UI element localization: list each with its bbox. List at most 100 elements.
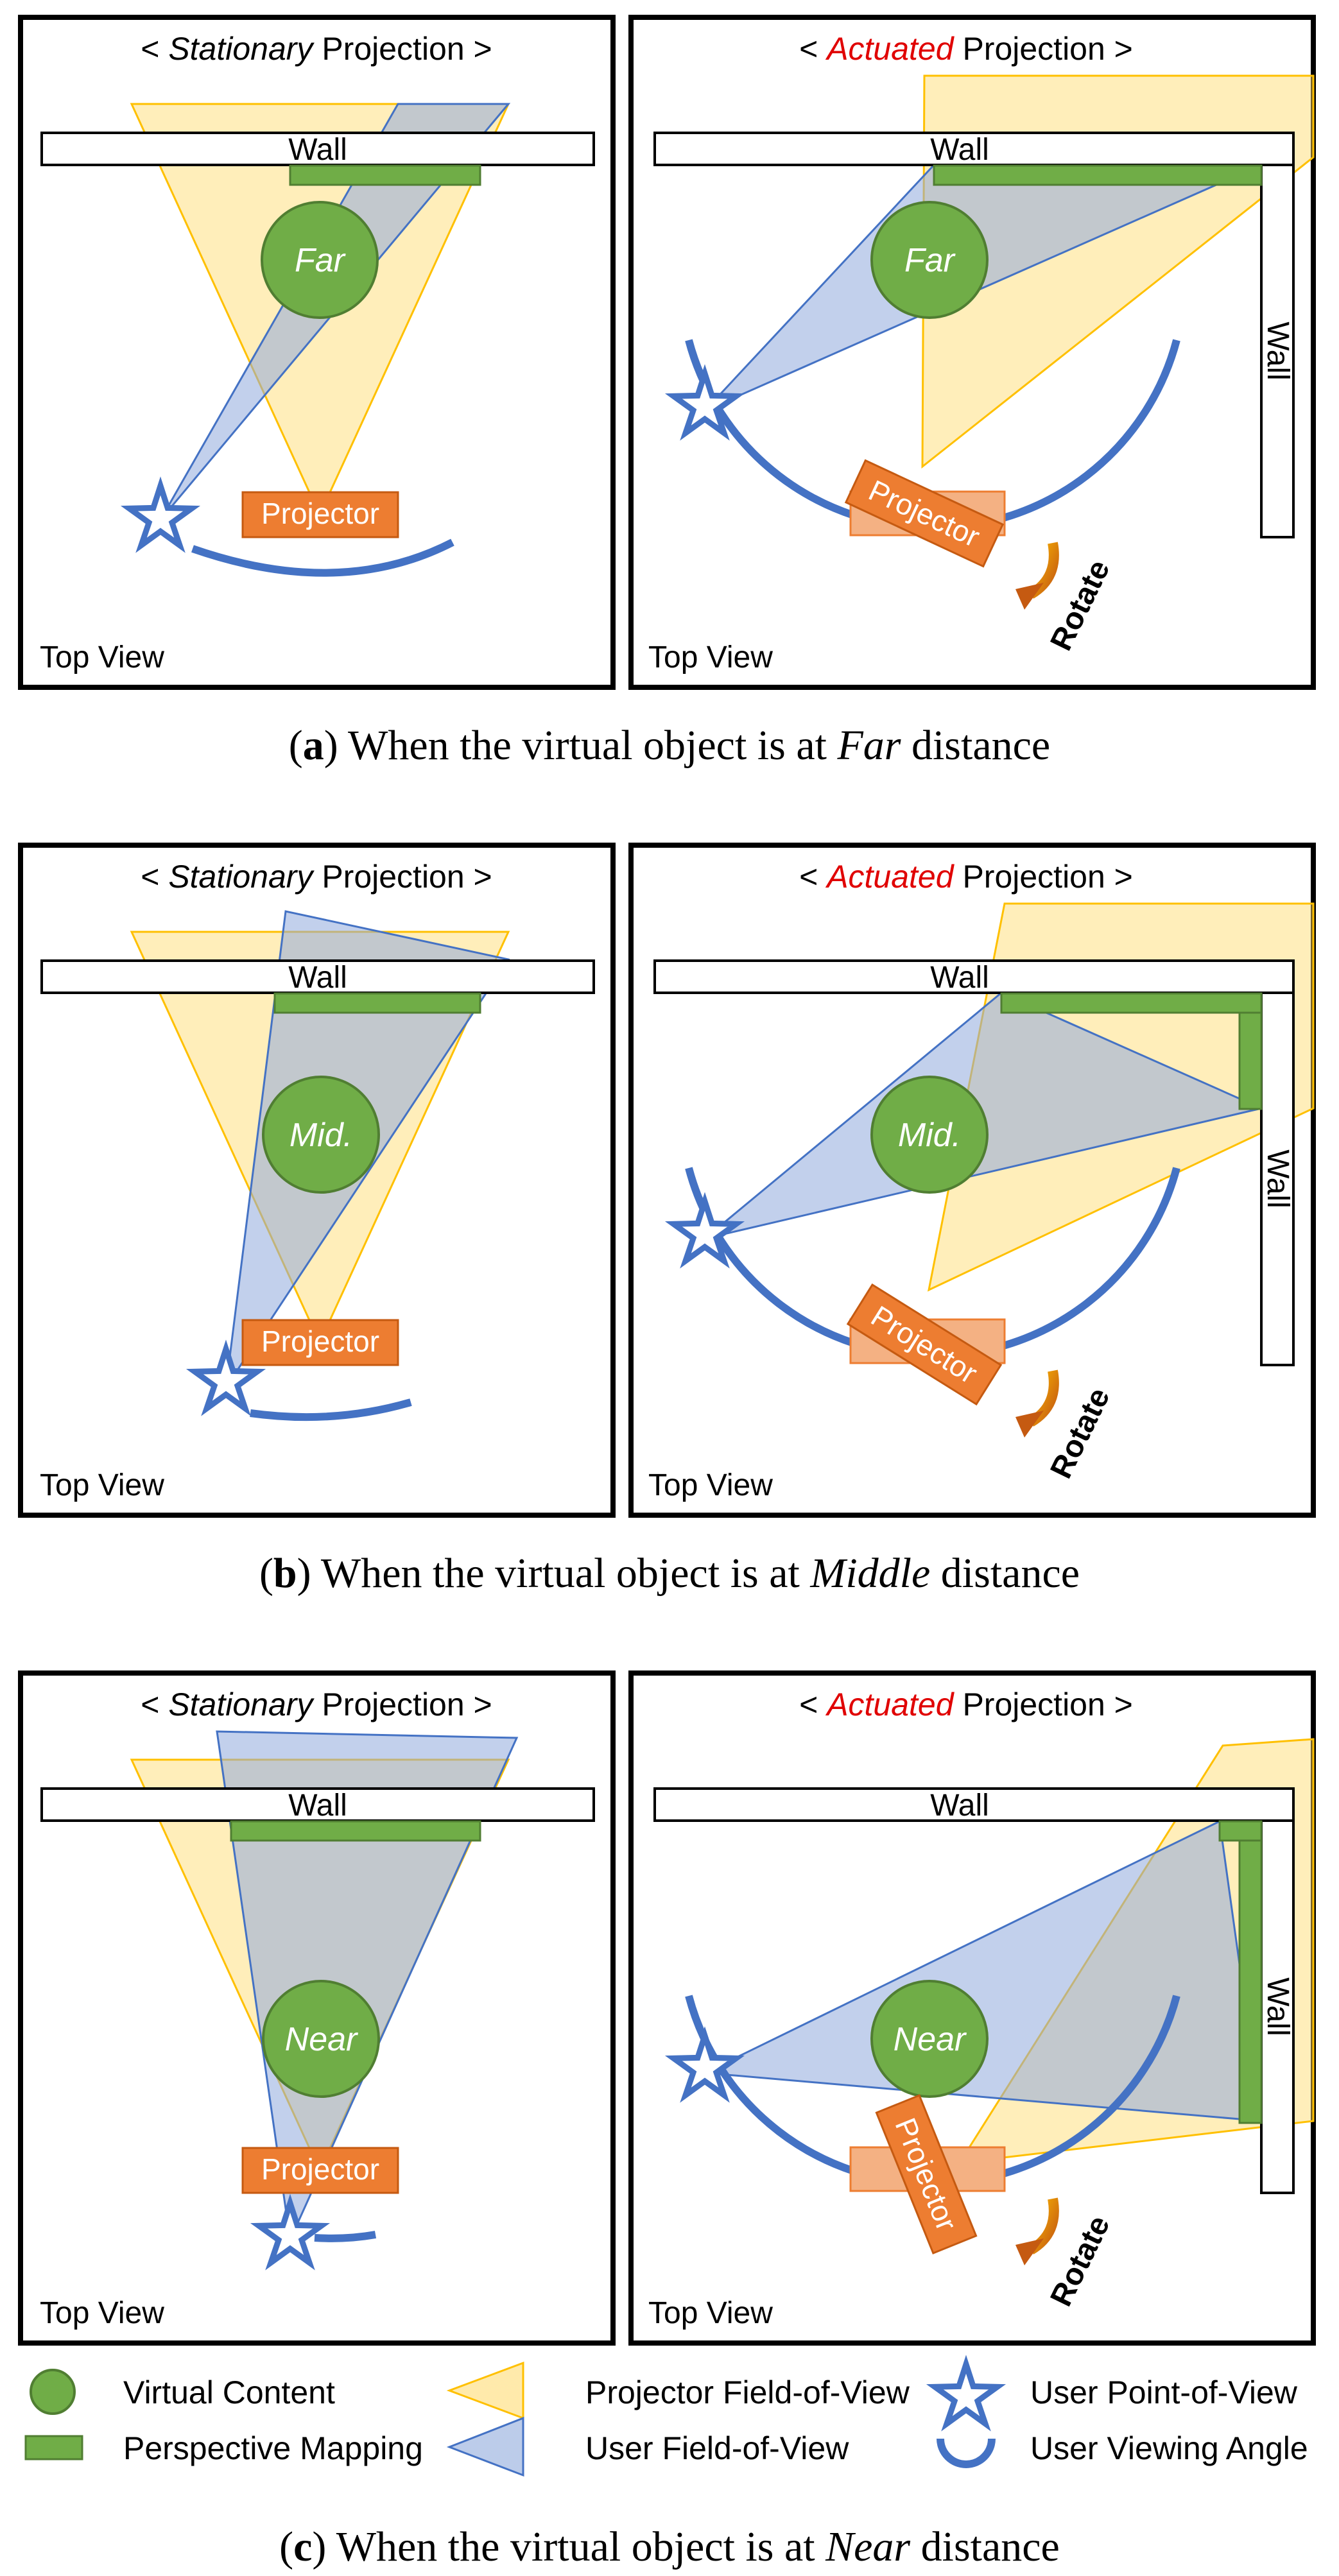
legend-user-viewing-angle-icon (937, 2438, 996, 2468)
rotate-arrowhead (1015, 1411, 1044, 1438)
title-suffix: Projection > (954, 859, 1133, 895)
top-view-label: Top View (648, 2296, 773, 2330)
title-word: Stationary (168, 1687, 315, 1722)
actuated-panel-mid: Wall Wall Mid. Projector Rotate Top View… (628, 843, 1316, 1518)
perspective-mapping (289, 164, 481, 186)
top-view-label: Top View (40, 2296, 164, 2330)
panel-title: < Actuated Projection > (799, 859, 1133, 895)
title-suffix: Projection > (954, 1687, 1133, 1722)
title-suffix: Projection > (313, 859, 492, 895)
virtual-content (262, 1076, 380, 1194)
rotated-projector: Projector (875, 2094, 978, 2254)
virtual-object-label: Far (904, 242, 956, 279)
user-point-of-view-star (250, 2194, 331, 2271)
legend-user-viewing-angle: User Viewing Angle (1030, 2430, 1308, 2466)
legend-user-fov-swatch (446, 2416, 524, 2477)
title-prefix: < (799, 31, 827, 67)
legend-virtual-content: Virtual Content (123, 2374, 335, 2410)
stationary-panel-near: Wall Near Projector Top View < Stationar… (18, 1670, 616, 2346)
virtual-content (870, 1076, 989, 1194)
title-prefix: < (141, 31, 168, 67)
title-word: Actuated (825, 1687, 955, 1722)
projector (846, 1283, 1003, 1406)
wall-label: Wall (930, 961, 989, 995)
side-wall-label: Wall (1261, 1149, 1295, 1208)
virtual-content (261, 201, 379, 319)
caption-suffix: distance (901, 722, 1050, 769)
top-view-label: Top View (648, 1468, 773, 1502)
user-point-of-view-star (186, 1339, 266, 1416)
caption-word: Near (825, 2523, 910, 2570)
actuated-panel-far: Wall Wall Far Projector Rotate Top View … (628, 15, 1316, 690)
projector (844, 459, 1005, 568)
top-view-label: Top View (40, 640, 164, 674)
virtual-content (870, 1980, 989, 2098)
actuated-panel-near: Wall Wall Near Projector Rotate Top View… (628, 1670, 1316, 2346)
side-wall (1260, 992, 1295, 1366)
stationary-panel-mid: Wall Mid. Projector Top View < Stationar… (18, 843, 616, 1518)
perspective-mapping (1000, 992, 1263, 1014)
stationary-panel-far: Wall Far Projector Top View < Stationary… (18, 15, 616, 690)
legend-perspective-mapping-swatch (24, 2435, 83, 2460)
legend-user-fov: User Field-of-View (585, 2430, 849, 2466)
virtual-content (870, 201, 989, 319)
caption-prefix: ) When the virtual object is at (312, 2523, 825, 2570)
projector (241, 491, 399, 538)
user-point-of-view-star (120, 476, 201, 553)
wall-label: Wall (930, 133, 989, 167)
virtual-object-label: Far (295, 242, 347, 279)
side-wall-label: Wall (1261, 1977, 1295, 2036)
user-point-of-view-star (664, 2026, 745, 2103)
legend-user-pov: User Point-of-View (1030, 2374, 1298, 2410)
row-b: Wall Mid. Projector Top View < Stationar… (18, 843, 1316, 1597)
caption: (b) When the virtual object is at Middle… (259, 1550, 1080, 1597)
projector (875, 2094, 978, 2254)
title-prefix: < (799, 859, 827, 895)
caption-prefix: ) When the virtual object is at (324, 722, 838, 769)
perspective-mapping-side (1238, 1839, 1263, 2124)
caption: (a) When the virtual object is at Far di… (289, 722, 1050, 769)
user-viewing-angle (314, 2231, 377, 2242)
wall-label: Wall (288, 133, 347, 167)
user-point-of-view-star (664, 364, 745, 441)
title-prefix: < (141, 1687, 168, 1722)
panel-frame (628, 843, 1316, 1518)
caption-suffix: distance (930, 1550, 1080, 1597)
wall (40, 959, 595, 994)
caption-letter: b (273, 1550, 297, 1597)
panel-title: < Stationary Projection > (141, 1687, 492, 1722)
caption-letter: a (303, 722, 324, 769)
legend-perspective-mapping: Perspective Mapping (123, 2430, 423, 2466)
caption-letter: c (293, 2523, 312, 2570)
title-suffix: Projection > (313, 1687, 492, 1722)
wall-label: Wall (288, 1789, 347, 1823)
wall (653, 959, 1295, 994)
perspective-mapping (1218, 1820, 1263, 1842)
virtual-object-label: Near (894, 2021, 967, 2058)
top-view-label: Top View (648, 640, 773, 674)
legend-projector-fov-swatch (446, 2361, 524, 2420)
side-wall-label: Wall (1261, 322, 1295, 381)
legend-virtual-content-swatch (30, 2369, 76, 2415)
caption-prefix: ) When the virtual object is at (297, 1550, 811, 1597)
title-prefix: < (799, 1687, 827, 1722)
title-prefix: < (141, 859, 168, 895)
row-c: Wall Near Projector Top View < Stationar… (18, 1670, 1316, 2346)
panel-frame (628, 15, 1316, 690)
top-view-label: Top View (40, 1468, 164, 1502)
wall-label: Wall (930, 1789, 989, 1823)
panel-title: < Actuated Projection > (799, 1687, 1133, 1722)
caption-c: (c) When the virtual object is at Near d… (279, 2523, 1060, 2570)
title-word: Actuated (825, 31, 955, 67)
rotate-arrowhead (1015, 583, 1044, 610)
perspective-mapping (933, 164, 1263, 186)
side-wall (1260, 164, 1295, 538)
virtual-object-label: Near (285, 2021, 359, 2058)
caption-word: Middle (809, 1550, 930, 1597)
panel-title: < Actuated Projection > (799, 31, 1133, 67)
user-viewing-angle (191, 538, 454, 577)
title-suffix: Projection > (954, 31, 1133, 67)
row-a: Wall Far Projector Top View < Stationary… (18, 15, 1316, 769)
wall-label: Wall (288, 961, 347, 995)
